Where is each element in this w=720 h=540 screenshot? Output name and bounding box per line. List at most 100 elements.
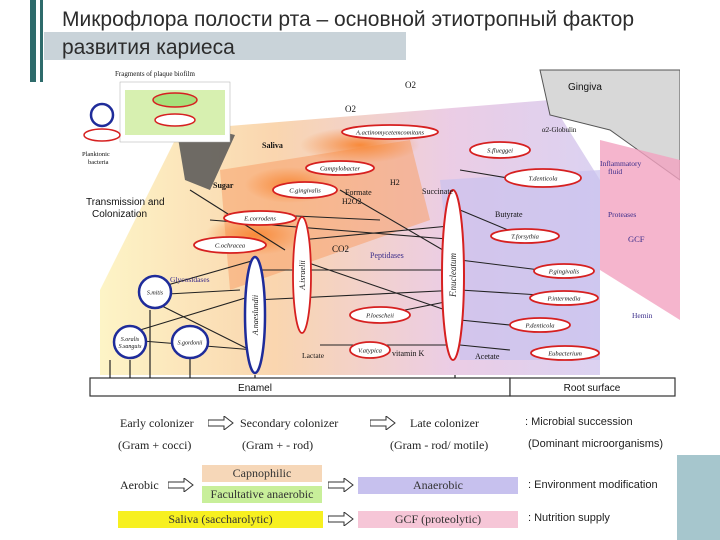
legend-capnophilic: Capnophilic — [202, 465, 322, 482]
o2-mid-label: O2 — [345, 104, 356, 114]
succinate-label: Succinate — [422, 187, 454, 196]
legend-early-gram: (Gram + cocci) — [118, 438, 192, 452]
lactate-label: Lactate — [302, 351, 325, 360]
legend-microbial-succession: : Microbial succession — [525, 416, 633, 428]
bacterium-label: S.gordonii — [178, 341, 203, 347]
bacterium: P.denticola — [509, 317, 571, 333]
bacterium: C.gingivalis — [272, 181, 338, 199]
bacterium-label: C.ochracea — [215, 243, 245, 250]
anaerobic-zone — [440, 170, 600, 360]
root-surface-label: Root surface — [564, 383, 621, 394]
saliva-label: Saliva — [262, 141, 283, 150]
bacterium: C.ochracea — [193, 236, 267, 254]
legend-gcf: GCF (proteolytic) — [358, 511, 518, 528]
bacterium: S.flueggei — [469, 141, 531, 159]
title-highlight — [44, 32, 406, 60]
bacterium-cell — [193, 236, 267, 254]
legend-dominant-microorganisms: (Dominant microorganisms) — [528, 438, 664, 450]
vertical-bacterium-f-nucleatum: F.nucleatum — [441, 189, 465, 361]
gcf-label: GCF — [628, 234, 645, 244]
bacterium-cell — [529, 290, 599, 306]
planktonic-rod — [83, 128, 121, 142]
co2-label: CO2 — [332, 244, 349, 254]
legend-secondary-gram: (Gram + - rod) — [242, 438, 314, 452]
legend-facultative: Facultative anaerobic — [202, 486, 322, 503]
bacterium-cell — [170, 324, 210, 360]
bacterium-cell — [469, 141, 531, 159]
bacterium-label: T.denticola — [529, 176, 558, 183]
vertical-bacterium-a-naeslundii: A.naeslundii — [243, 255, 267, 375]
root-bar — [509, 377, 676, 397]
acetate-label: Acetate — [475, 352, 500, 361]
bacterium: T.denticola — [504, 168, 582, 188]
bacterium-label: C.gingivalis — [289, 188, 321, 195]
bacterium-cell — [341, 124, 439, 140]
legend-arrow-3 — [168, 478, 194, 492]
bacterium: E.corrodens — [223, 210, 297, 226]
bacterium-label: S.mitis — [147, 291, 164, 297]
bacterium-cell — [112, 324, 148, 360]
legend-arrow-5 — [328, 512, 354, 526]
legend-arrow-4 — [328, 478, 354, 492]
title-line-2: развития кариеса — [62, 36, 235, 59]
bacterium-cell — [349, 341, 391, 359]
bacterium: Campylobacter — [305, 160, 375, 176]
bacterium-label: Eubacterium — [547, 351, 582, 358]
vertical-bacterium-a-israelii: A.israelii — [292, 216, 312, 334]
bacterium-label: P.denticola — [525, 323, 555, 330]
vertical-bacterium-label: A.israelii — [298, 260, 307, 291]
bacterium-cell — [504, 168, 582, 188]
gcf-arrow-shape — [600, 140, 680, 320]
bacterium-cell — [509, 317, 571, 333]
bacterium-label: T.forsythia — [511, 234, 539, 241]
title-accent-bar — [30, 0, 36, 82]
enamel-label: Enamel — [238, 383, 272, 394]
bacterium-label: S.oralis — [121, 337, 140, 343]
title-accent-bar-thin — [40, 0, 43, 82]
legend-saliva: Saliva (saccharolytic) — [118, 511, 323, 528]
enamel-bar — [89, 377, 511, 397]
hemin-label: Hemin — [632, 311, 653, 320]
glycosidases-label: Glycosidases — [170, 275, 210, 284]
bacterium: P.gingivalis — [533, 263, 595, 279]
bacterium-label: V.atypica — [358, 348, 382, 355]
plaque-biofilm-diagram: A.actinomycetemcomitansS.flueggeiCampylo… — [82, 69, 680, 397]
planktonic-coccus — [89, 102, 115, 128]
bacterium-label: E.corrodens — [243, 216, 276, 223]
o2-top-label: O2 — [405, 80, 416, 90]
slide-corner-decoration — [677, 455, 720, 540]
gingiva-label: Gingiva — [568, 82, 602, 93]
bacterium-cell — [305, 160, 375, 176]
page-title: Микрофлора полости рта – основной этиотр… — [62, 6, 712, 62]
bacteria-layer: A.actinomycetemcomitansS.flueggeiCampylo… — [112, 124, 600, 361]
bacterium-cell — [490, 228, 560, 244]
bacterium: S.mitis — [137, 274, 173, 310]
fragment-bacterium-red — [154, 113, 196, 127]
bacterium: S.gordonii — [170, 324, 210, 360]
legend-environment-modification: : Environment modification — [528, 479, 658, 491]
peptidases-label: Peptidases — [370, 251, 404, 260]
bacterium-label: P.intermedia — [547, 296, 581, 303]
fragments-label: Fragments of plaque biofilm — [115, 70, 195, 78]
bacterium: P.loescheii — [349, 306, 411, 324]
bacterium-label: S.sanguis — [119, 344, 143, 350]
bacterium-label: S.flueggei — [487, 148, 513, 155]
legend-arrow-1 — [208, 416, 234, 430]
legend-anaerobic: Anaerobic — [358, 477, 518, 494]
bacterium-cell — [530, 345, 600, 361]
bacterium-label: Campylobacter — [320, 166, 361, 173]
bacterium-label: A.actinomycetemcomitans — [355, 130, 425, 137]
bacterium: V.atypica — [349, 341, 391, 359]
title-line-1: Микрофлора полости рта – основной этиотр… — [62, 8, 635, 31]
vitk-label: vitamin K — [392, 349, 424, 358]
legend-late-gram: (Gram - rod/ motile) — [390, 438, 489, 452]
bacterium-cell — [223, 210, 297, 226]
proteases-label: Proteases — [608, 210, 636, 219]
vertical-bacterium-label: A.naeslundii — [251, 295, 260, 336]
bacterium: Eubacterium — [530, 345, 600, 361]
globulin-label: α2-Globulin — [542, 126, 577, 134]
legend-late-colonizer: Late colonizer — [410, 416, 479, 430]
